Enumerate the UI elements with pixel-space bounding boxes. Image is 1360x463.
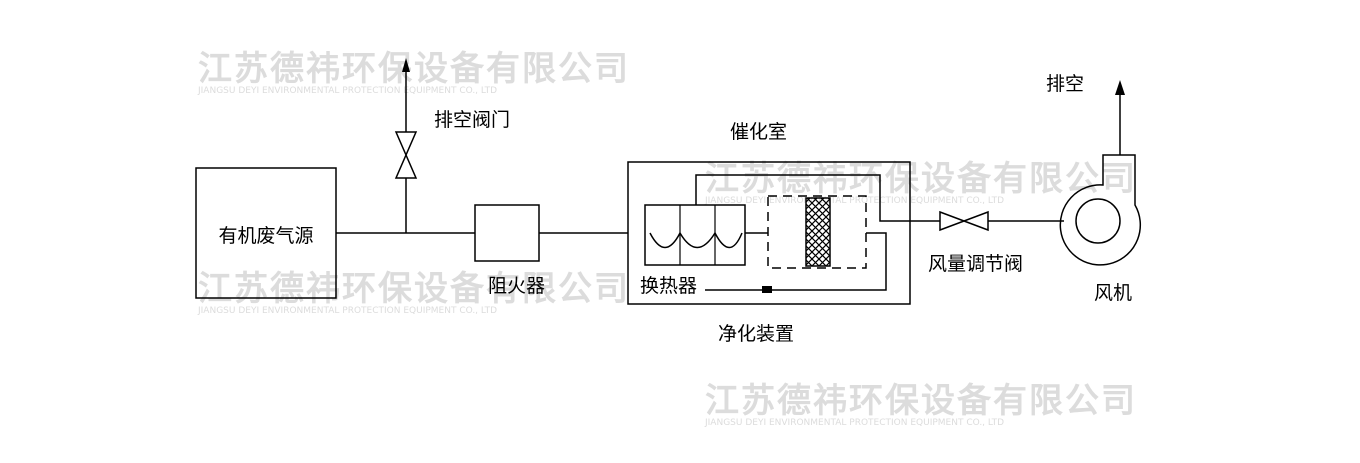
exhaust-arrow-icon bbox=[1115, 80, 1125, 95]
air-volume-valve-label: 风量调节阀 bbox=[928, 253, 1023, 275]
watermark-cn: 江苏德祎环保设备有限公司 bbox=[198, 49, 630, 89]
catalytic-chamber-box bbox=[767, 195, 867, 269]
air-volume-valve-icon bbox=[939, 210, 989, 232]
purifier-label: 净化装置 bbox=[718, 323, 794, 345]
watermark-en: JIANGSU DEYI ENVIRONMENTAL PROTECTION EQ… bbox=[704, 418, 1004, 428]
catalyst-bed bbox=[805, 197, 831, 267]
flame-arrester-box bbox=[474, 204, 540, 262]
watermark-cn: 江苏德祎环保设备有限公司 bbox=[198, 269, 630, 309]
waste-gas-source-label: 有机废气源 bbox=[218, 225, 313, 247]
watermark-en: JIANGSU DEYI ENVIRONMENTAL PROTECTION EQ… bbox=[704, 196, 1004, 206]
watermark-top-left: 江苏德祎环保设备有限公司 JIANGSU DEYI ENVIRONMENTAL … bbox=[197, 49, 630, 96]
watermark-en: JIANGSU DEYI ENVIRONMENTAL PROTECTION EQ… bbox=[197, 86, 497, 96]
catalytic-chamber-label: 催化室 bbox=[730, 121, 787, 143]
heat-exchanger bbox=[644, 204, 746, 266]
exhaust-label: 排空 bbox=[1046, 73, 1084, 95]
fan-label: 风机 bbox=[1094, 282, 1132, 304]
purifier-box bbox=[627, 161, 911, 305]
watermark-cn: 江苏德祎环保设备有限公司 bbox=[705, 381, 1137, 421]
fan-icon bbox=[1059, 154, 1142, 266]
return-loop-marker bbox=[762, 286, 772, 293]
watermark-middle-left: 江苏德祎环保设备有限公司 JIANGSU DEYI ENVIRONMENTAL … bbox=[197, 269, 630, 316]
vent-valve-label: 排空阀门 bbox=[434, 109, 510, 131]
watermark-cn: 江苏德祎环保设备有限公司 bbox=[705, 159, 1137, 199]
watermark-middle-right: 江苏德祎环保设备有限公司 JIANGSU DEYI ENVIRONMENTAL … bbox=[704, 159, 1137, 206]
vent-valve-icon bbox=[394, 131, 418, 179]
flame-arrester-label: 阻火器 bbox=[488, 275, 545, 297]
watermark-en: JIANGSU DEYI ENVIRONMENTAL PROTECTION EQ… bbox=[197, 306, 497, 316]
heat-exchanger-label: 换热器 bbox=[640, 275, 697, 297]
watermark-bottom: 江苏德祎环保设备有限公司 JIANGSU DEYI ENVIRONMENTAL … bbox=[704, 381, 1137, 428]
outlet-pipe bbox=[695, 174, 940, 222]
vent-arrow-icon bbox=[402, 58, 410, 72]
return-loop-pipe bbox=[705, 232, 887, 291]
